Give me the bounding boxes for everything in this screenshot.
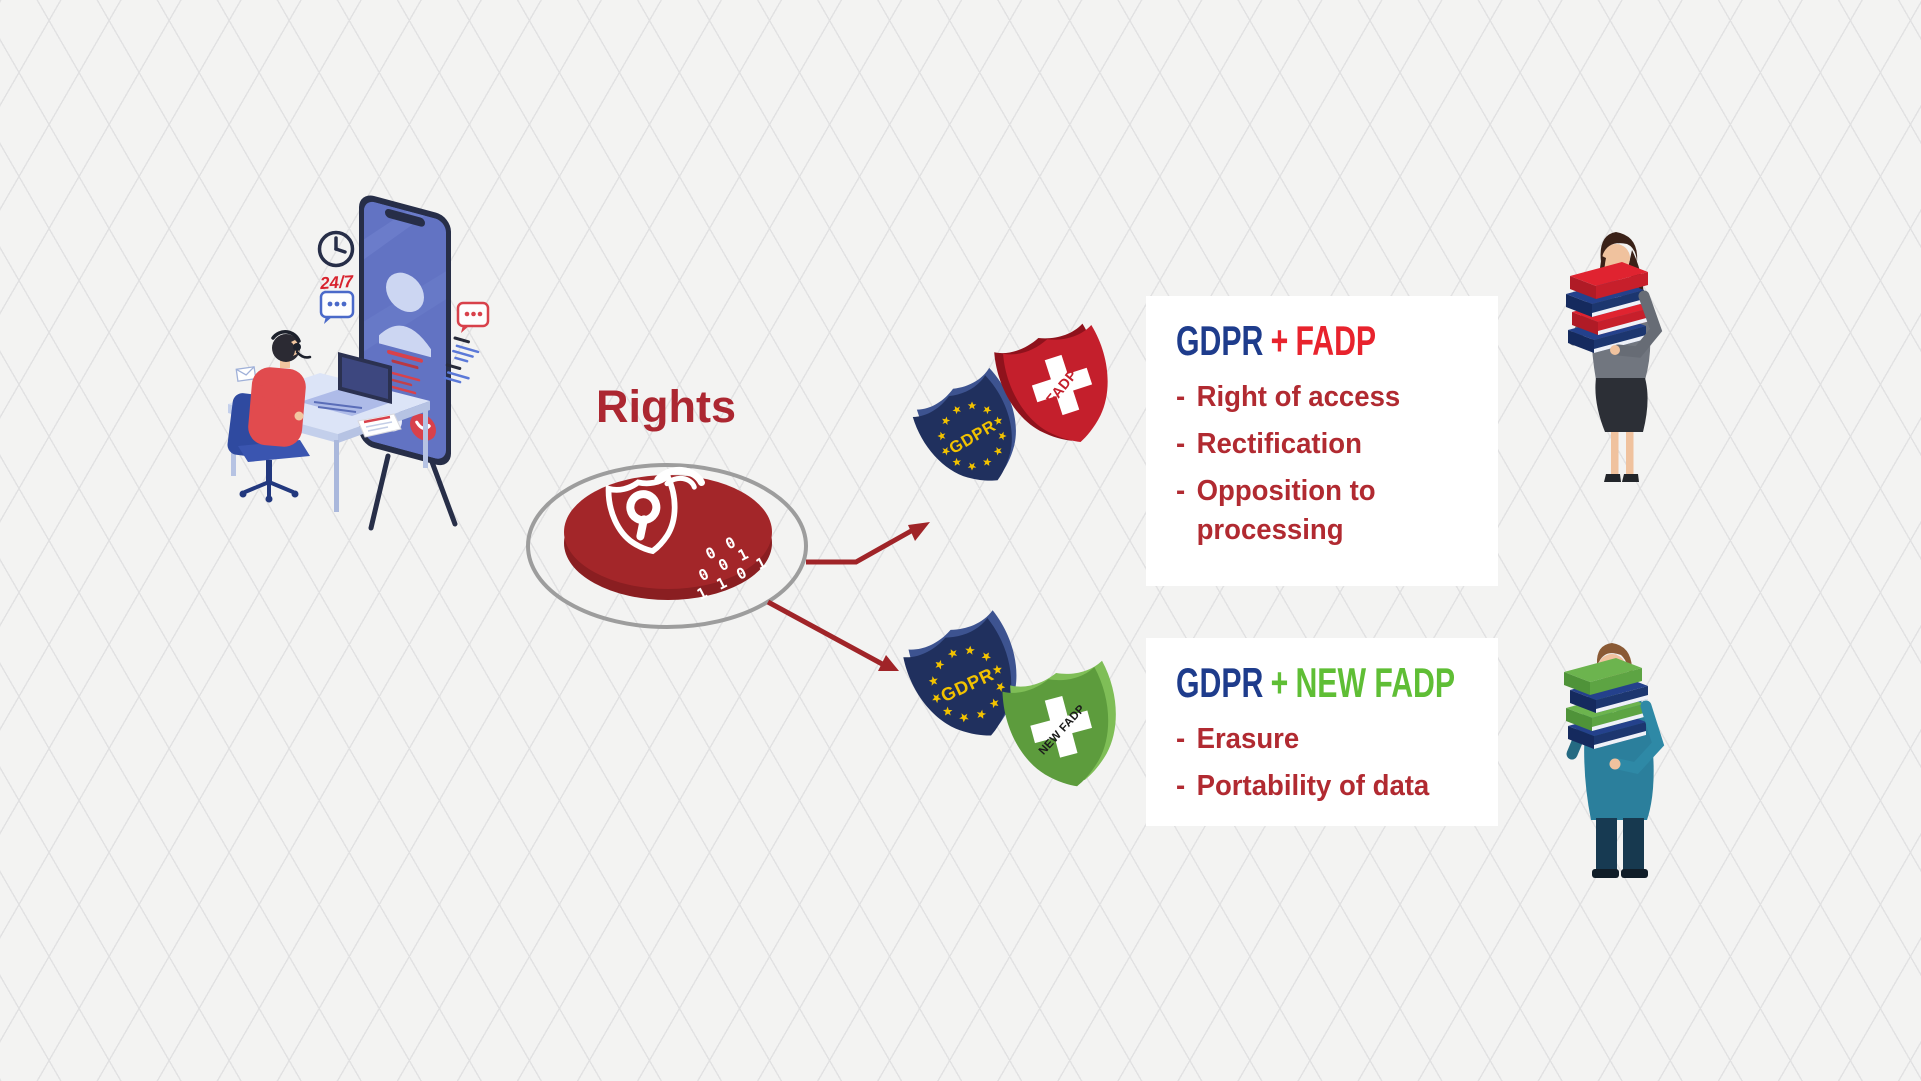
document-on-desk <box>357 413 402 438</box>
rights-hub: 0 0 0 0 1 1 1 0 1 <box>526 463 808 629</box>
panel-title: GDPR+FADP <box>1176 318 1408 364</box>
arrowhead <box>908 522 930 541</box>
support-illustration: 24/7 <box>227 195 490 531</box>
list-item: - Rectification <box>1176 428 1362 460</box>
pants <box>1623 818 1644 872</box>
hub-ring <box>526 463 808 629</box>
arrow-to-top-group <box>806 522 930 565</box>
lock-shield-icon <box>606 466 705 558</box>
swiss-cross-icon <box>1031 354 1093 416</box>
list-item: - Opposition to processing <box>1176 475 1376 546</box>
list-item: - Erasure <box>1176 723 1300 755</box>
phone-notch <box>385 209 425 227</box>
woman-with-books-illustration <box>1566 232 1663 482</box>
list-item: - Portability of data <box>1176 770 1430 802</box>
caller-avatar-icon <box>379 272 431 358</box>
arrow-to-bottom-group <box>766 599 899 671</box>
gdpr-fadp-panel: GDPR+FADP - Right of access - Rectificat… <box>1146 296 1498 586</box>
gdpr-label: GDPR <box>1176 317 1264 364</box>
pants <box>1596 818 1617 872</box>
chat-bubble-red-icon <box>456 301 490 333</box>
fadp-label: FADP <box>1295 317 1377 364</box>
plus-sign: + <box>1270 317 1289 364</box>
envelope-icon <box>235 366 257 382</box>
phone-stand <box>368 453 458 531</box>
fadp-shield: FADP <box>991 322 1128 458</box>
chat-bubble-blue-icon <box>319 290 355 324</box>
support-agent <box>248 330 312 447</box>
arrowhead <box>878 655 899 671</box>
panel-title: GDPR+NEW FADP <box>1176 659 1455 706</box>
gdpr-shield-bottom: GDPR <box>900 608 1042 757</box>
gdpr-shield-top: GDPR <box>910 366 1041 503</box>
swiss-cross-icon <box>1030 695 1092 758</box>
new-fadp-label: NEW FADP <box>1295 659 1456 706</box>
laptop <box>300 352 392 416</box>
book-stack <box>1566 262 1650 353</box>
availability-badge: 24/7 <box>318 272 355 293</box>
gdpr-label: GDPR <box>1176 659 1264 706</box>
man-with-books-illustration <box>1564 643 1665 878</box>
gdpr-new-fadp-panel: GDPR+NEW FADP - Erasure - Portability of… <box>1146 638 1498 826</box>
skirt <box>1595 378 1648 432</box>
list-item: - Right of access <box>1176 381 1401 413</box>
page-title: Rights <box>596 381 736 432</box>
new-fadp-shield: NEW FADP <box>999 659 1134 800</box>
clock-icon <box>317 230 355 268</box>
book-stack <box>1564 658 1648 749</box>
plus-sign: + <box>1270 659 1289 706</box>
code-lines <box>443 336 480 384</box>
